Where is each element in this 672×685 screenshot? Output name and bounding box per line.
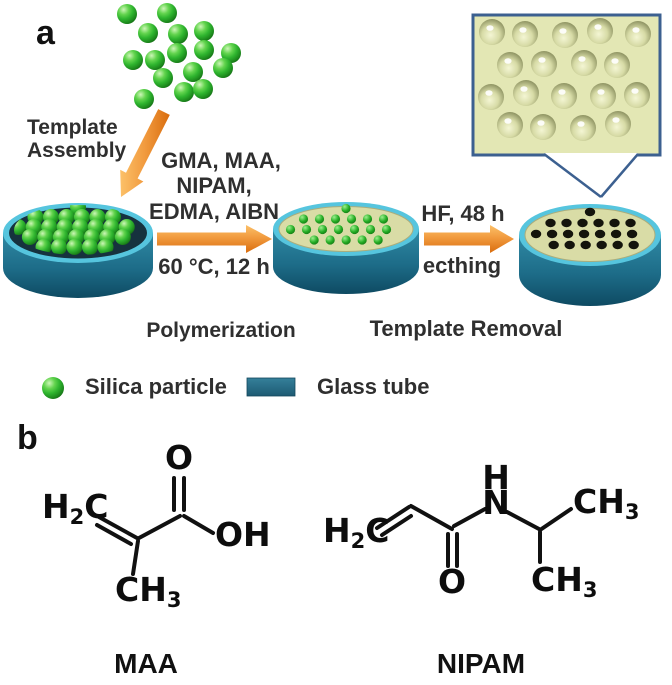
porous-film-inset [471,13,662,198]
silica-particle-cluster [117,3,241,109]
nipam-ch3-bottom-label: CH3 [531,560,598,602]
step1-label: Polymerization [146,319,296,342]
condition-label: 60 °C, 12 h [158,254,270,279]
nipam-ch3-top-label: CH3 [573,482,640,524]
inset-pore-cavities [478,18,651,141]
nipam-n-label: N [482,483,510,522]
reagents-line3: EDMA, AIBN [149,199,279,224]
panel-b-label: b [17,419,38,457]
maa-o-label: O [164,438,194,477]
legend-silica-swatch [42,377,64,399]
dish-porous-polymer [519,204,661,306]
etch-label: ecthing [422,253,502,278]
polymerization-arrow-icon [157,225,272,253]
maa-oh-label: OH [215,515,271,554]
assembly-arrow-icon [120,109,170,197]
nipam-name: NIPAM [436,648,526,679]
reagents-line1: GMA, MAA, [161,148,281,173]
etching-arrow-icon [424,225,514,253]
assembly-label-line2: Assembly [27,139,127,162]
etch-condition-label: HF, 48 h [421,201,505,226]
panel-a-label: a [36,14,55,52]
maa-name: MAA [114,648,178,679]
nipam-h2c-label: H2C [323,511,390,553]
legend-glass-swatch [246,377,296,397]
nipam-o-label: O [437,562,467,601]
assembly-label-line1: Template [27,116,118,139]
reagents-line2: NIPAM, [176,173,252,198]
maa-h2c-label: H2C [42,487,109,529]
dish-polymer-composite [273,202,419,294]
nipam-h-label: H [482,458,510,497]
nipam-structure-bonds [375,504,573,568]
step2-label: Template Removal [369,316,563,341]
legend-silica-label: Silica particle [85,374,227,399]
inset-callout-pointer [544,153,638,197]
maa-ch3-label: CH3 [115,570,182,612]
dish-silica-template [3,203,153,298]
maa-structure-bonds [95,476,215,576]
legend-glass-label: Glass tube [317,374,430,399]
